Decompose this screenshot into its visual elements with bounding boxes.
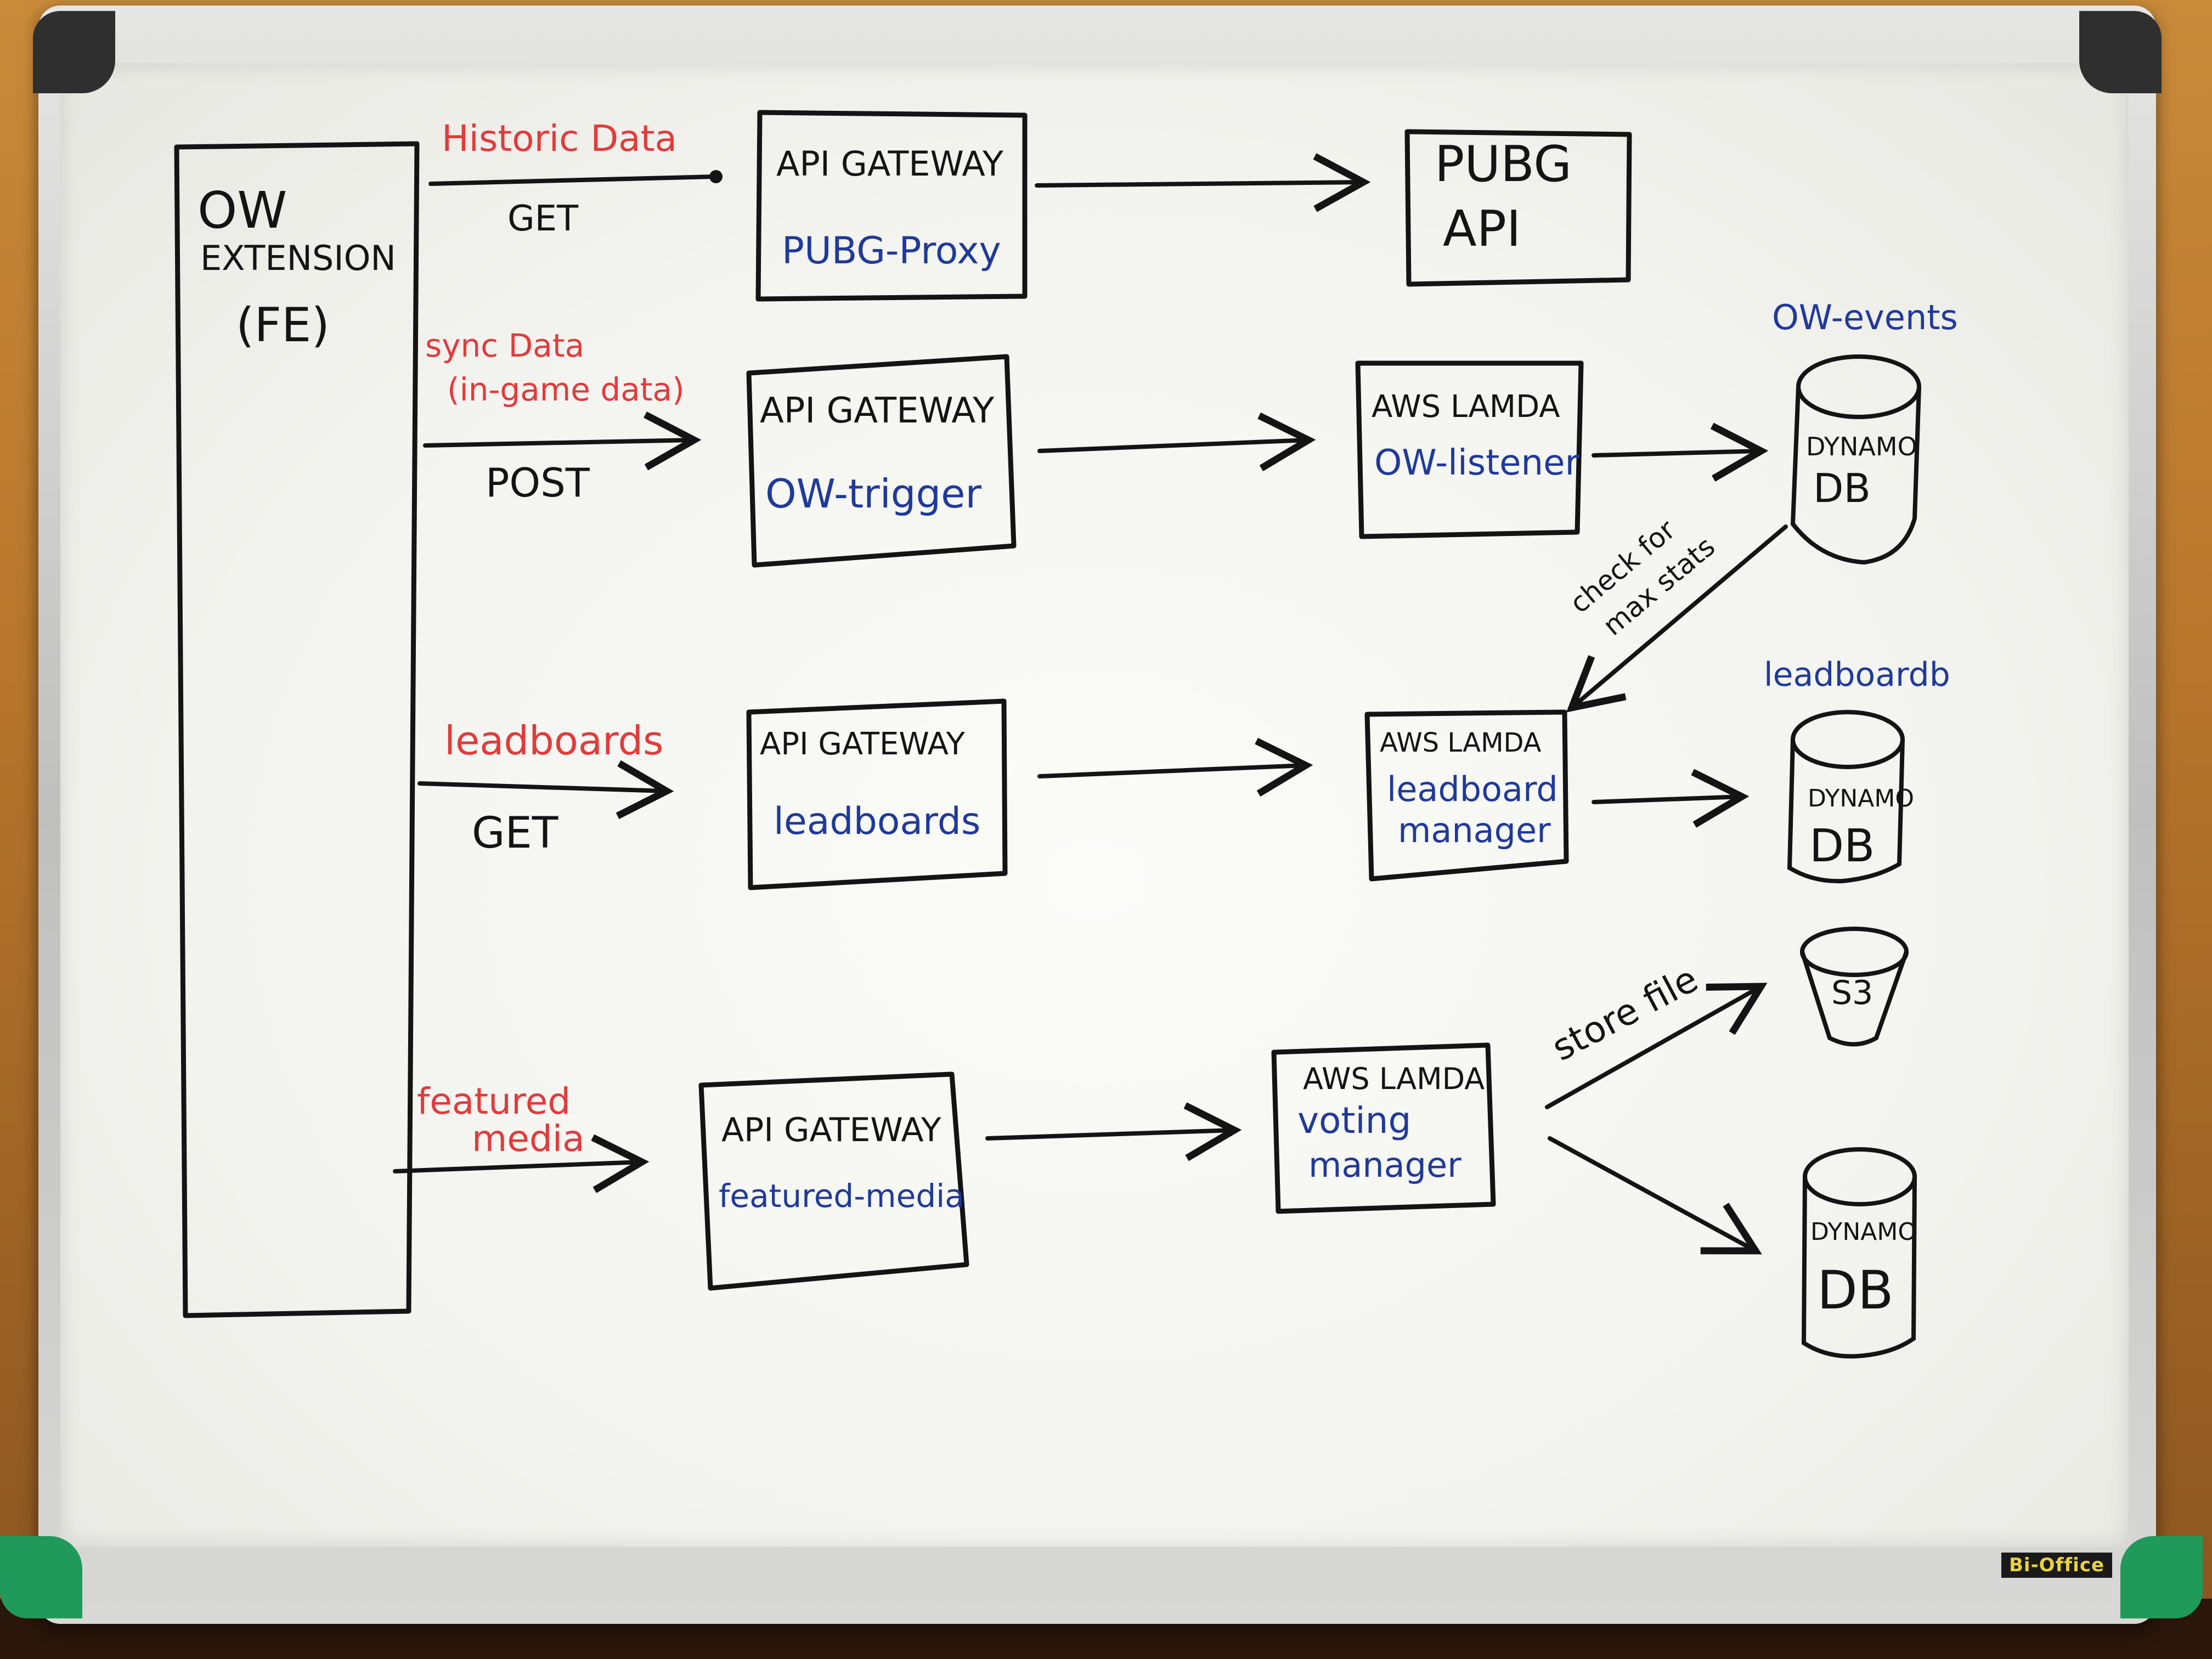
- db-ow-events: OW-events DYNAMO DB: [1772, 297, 1958, 565]
- frame-corner-top-right: [2079, 11, 2162, 93]
- arrow-listener-to-ow-events: [1592, 422, 1769, 482]
- pubg-api-line1: PUBG: [1435, 136, 1572, 193]
- gateway-featured-media: API GATEWAY featured-media: [698, 1071, 969, 1291]
- db-ow-events-line2: DB: [1813, 465, 1871, 511]
- gateway-leadboards-title: API GATEWAY: [760, 726, 966, 762]
- flow-leaderboards-label: leadboards: [444, 718, 664, 764]
- frontend-box: OW EXTENSION (FE): [174, 141, 420, 1318]
- frame-corner-bottom-left: [0, 1536, 82, 1618]
- flow-historic-method: GET: [507, 199, 579, 239]
- edge-store-file-label: store file: [1545, 958, 1705, 1069]
- gateway-pubg-proxy-title: API GATEWAY: [776, 144, 1003, 184]
- gateway-ow-trigger: API GATEWAY OW-trigger: [746, 354, 1017, 568]
- arrow-ow-events-to-leadboard-manager: [1566, 524, 1788, 713]
- lambda-ow-listener-name: OW-listener: [1374, 443, 1579, 483]
- gateway-ow-trigger-name: OW-trigger: [765, 471, 981, 517]
- db-votes-line1: DYNAMO: [1810, 1218, 1917, 1246]
- flow-historic-label: Historic Data: [442, 117, 677, 160]
- gateway-leadboards-name: leadboards: [774, 800, 980, 843]
- frame-corner-bottom-right: [2120, 1536, 2203, 1618]
- frontend-line1: OW: [198, 181, 287, 240]
- brand-label: Bi-Office: [2001, 1553, 2113, 1578]
- lambda-leadboard-manager-name-1: leadboard: [1387, 769, 1558, 809]
- lambda-leadboard-manager-name-2: manager: [1398, 810, 1551, 850]
- gateway-leadboards: API GATEWAY leadboards: [746, 698, 1008, 890]
- lambda-ow-listener: AWS LAMDA OW-listener: [1355, 360, 1584, 539]
- frontend-line3: (FE): [236, 298, 330, 353]
- arrow-voting-to-s3: [1545, 983, 1768, 1109]
- frame-corner-top-left: [33, 11, 115, 93]
- flow-featured: featured media: [393, 1080, 650, 1193]
- flow-sync: sync Data (in-game data) POST: [423, 327, 702, 506]
- arrow-leadboards-to-manager: [1037, 737, 1313, 797]
- gateway-featured-media-title: API GATEWAY: [721, 1111, 941, 1149]
- pubg-api-box: PUBG API: [1404, 129, 1632, 287]
- frontend-line2: EXTENSION: [200, 238, 396, 278]
- lambda-voting-manager-name-1: voting: [1297, 1099, 1411, 1142]
- lambda-voting-manager-name-2: manager: [1308, 1145, 1462, 1185]
- lambda-ow-listener-title: AWS LAMDA: [1372, 389, 1560, 425]
- db-leadboardb-label: leadboardb: [1764, 656, 1950, 694]
- arrow-voting-to-db: [1548, 1136, 1762, 1255]
- db-leadboardb-line1: DYNAMO: [1808, 785, 1914, 812]
- db-leadboardb-line2: DB: [1809, 820, 1875, 872]
- arrow-ow-trigger-to-listener: [1037, 412, 1316, 472]
- arrow-leaderboards: [417, 760, 674, 819]
- gateway-ow-trigger-title: API GATEWAY: [760, 391, 995, 431]
- arrow-featured-to-voting: [985, 1102, 1242, 1161]
- pubg-api-line2: API: [1443, 200, 1521, 258]
- db-ow-events-line1: DYNAMO: [1806, 432, 1917, 461]
- gateway-pubg-proxy-name: PUBG-Proxy: [782, 229, 1001, 273]
- db-ow-events-label: OW-events: [1772, 297, 1958, 337]
- gateway-featured-media-name: featured-media: [719, 1177, 964, 1215]
- db-votes-line2: DB: [1817, 1260, 1894, 1321]
- arrow-pubg-proxy-to-api: [1035, 153, 1371, 212]
- whiteboard-surface: [60, 63, 2129, 1547]
- arrow-sync: [423, 411, 702, 471]
- flow-sync-label-2: (in-game data): [447, 371, 685, 408]
- s3-line1: S3: [1831, 974, 1873, 1012]
- gateway-pubg-proxy: API GATEWAY PUBG-Proxy: [755, 110, 1028, 302]
- flow-historic: Historic Data GET: [428, 117, 723, 239]
- arrow-manager-to-leadboardb: [1592, 769, 1750, 828]
- lambda-leadboard-manager-title: AWS LAMDA: [1380, 727, 1542, 758]
- lambda-voting-manager: AWS LAMDA voting manager: [1271, 1042, 1496, 1214]
- flow-sync-method: POST: [486, 460, 590, 506]
- edge-check-max-stats: check for max stats: [1564, 514, 1788, 713]
- flow-featured-label-2: media: [472, 1118, 585, 1160]
- arrow-historic-end: [709, 170, 723, 183]
- db-leadboardb: leadboardb DYNAMO DB: [1764, 656, 1950, 884]
- lambda-leadboard-manager: AWS LAMDA leadboard manager: [1364, 709, 1569, 882]
- flow-leaderboards: leadboards GET: [417, 718, 674, 858]
- flow-leaderboards-method: GET: [472, 809, 558, 858]
- flow-sync-label-1: sync Data: [425, 327, 584, 364]
- db-votes: DYNAMO DB: [1801, 1147, 1917, 1359]
- arrow-historic: [428, 174, 715, 186]
- edge-store-file: store file: [1545, 958, 1768, 1109]
- s3-bucket: S3: [1800, 927, 1909, 1047]
- flow-featured-label-1: featured: [417, 1080, 571, 1122]
- lambda-voting-manager-title: AWS LAMDA: [1303, 1062, 1485, 1096]
- arrow-featured: [393, 1134, 650, 1193]
